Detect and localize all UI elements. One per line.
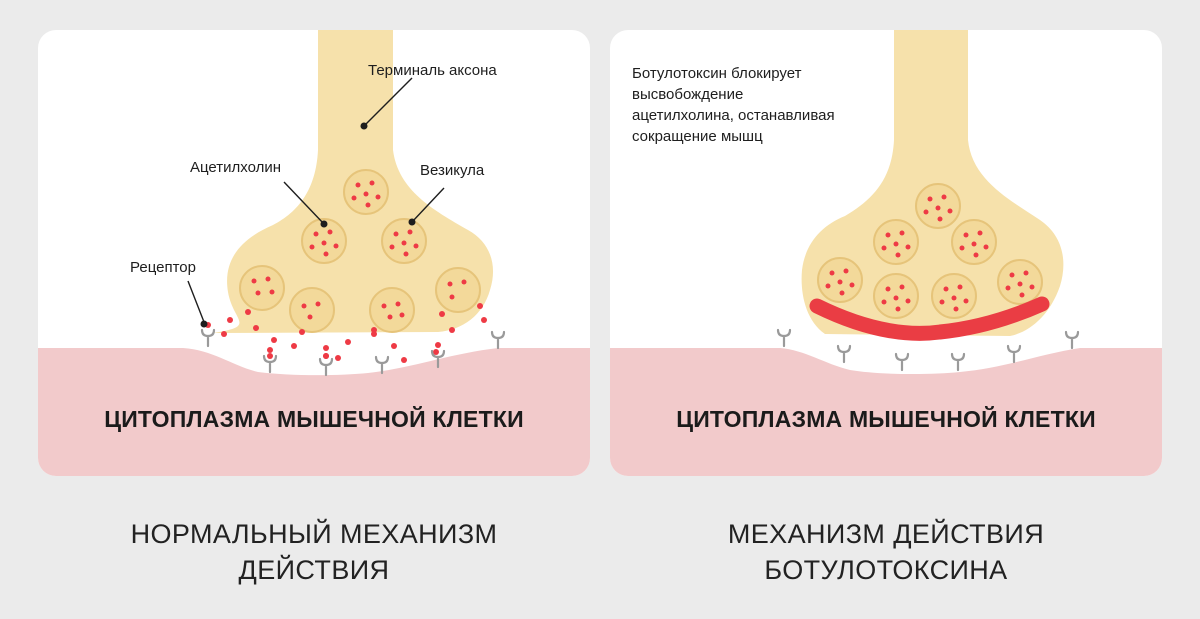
- botox-note-line: ацетилхолина, останавливая: [632, 107, 835, 124]
- receptor: [1064, 330, 1080, 350]
- vesicle: [289, 287, 335, 333]
- cytoplasm-label: ЦИТОПЛАЗМА МЫШЕЧНОЙ КЛЕТКИ: [104, 406, 524, 432]
- vesicle: [301, 218, 347, 264]
- receptor: [776, 328, 792, 348]
- cytoplasm-label: ЦИТОПЛАЗМА МЫШЕЧНОЙ КЛЕТКИ: [676, 406, 1096, 432]
- vesicle: [369, 287, 415, 333]
- botox-note-line: Ботулотоксин блокирует: [632, 65, 802, 82]
- vesicle-label: Везикула: [420, 162, 485, 179]
- vesicle: [873, 219, 919, 265]
- vesicle: [931, 273, 977, 319]
- axon-terminal-label: Терминаль аксона: [368, 62, 497, 79]
- receptor: [430, 349, 446, 369]
- caption-line: ДЕЙСТВИЯ: [238, 555, 390, 585]
- caption-line: БОТУЛОТОКСИНА: [764, 555, 1008, 585]
- vesicle: [873, 273, 919, 319]
- vesicle: [997, 259, 1043, 305]
- botox-mechanism-panel: Ботулотоксин блокирует высвобождение аце…: [610, 30, 1162, 476]
- normal-synapse-diagram: [38, 30, 590, 476]
- normal-mechanism-panel: Терминаль аксона Ацетилхолин Везикула Ре…: [38, 30, 590, 476]
- acetylcholine-label: Ацетилхолин: [190, 159, 282, 176]
- botox-note-line: сокращение мышц: [632, 128, 763, 145]
- receptor-label: Рецептор: [130, 259, 196, 276]
- receptor: [262, 354, 278, 374]
- vesicle: [915, 183, 961, 229]
- vesicle: [343, 169, 389, 215]
- acetylcholine-pointer: [283, 181, 325, 225]
- normal-mechanism-caption: НОРМАЛЬНЫЙ МЕХАНИЗМ ДЕЙСТВИЯ: [38, 516, 590, 588]
- caption-line: МЕХАНИЗМ ДЕЙСТВИЯ: [727, 519, 1045, 549]
- caption-line: НОРМАЛЬНЫЙ МЕХАНИЗМ: [130, 519, 498, 549]
- botox-note-line: высвобождение: [632, 86, 744, 103]
- botox-mechanism-caption: МЕХАНИЗМ ДЕЙСТВИЯ БОТУЛОТОКСИНА: [610, 516, 1162, 588]
- vesicle: [435, 267, 481, 313]
- receptor: [950, 352, 966, 372]
- receptor: [490, 330, 506, 350]
- axon-terminal: [801, 30, 1064, 336]
- botox-synapse-diagram: [610, 30, 1162, 476]
- receptor-pointer: [187, 280, 205, 323]
- vesicle: [951, 219, 997, 265]
- receptor: [894, 352, 910, 372]
- botulinum-toxin-barrier: [809, 296, 1050, 341]
- muscle-cell-cytoplasm: [38, 348, 590, 476]
- vesicle-pointer: [411, 187, 445, 223]
- vesicle: [381, 218, 427, 264]
- receptor: [1006, 344, 1022, 364]
- receptor: [200, 328, 216, 348]
- muscle-cell-cytoplasm: [610, 348, 1162, 476]
- receptor: [374, 355, 390, 375]
- axon-terminal-pointer: [363, 77, 413, 127]
- receptor: [836, 344, 852, 364]
- vesicle: [239, 265, 285, 311]
- receptor: [318, 357, 334, 377]
- botox-note: Ботулотоксин блокирует высвобождение аце…: [632, 63, 835, 147]
- vesicle: [817, 257, 863, 303]
